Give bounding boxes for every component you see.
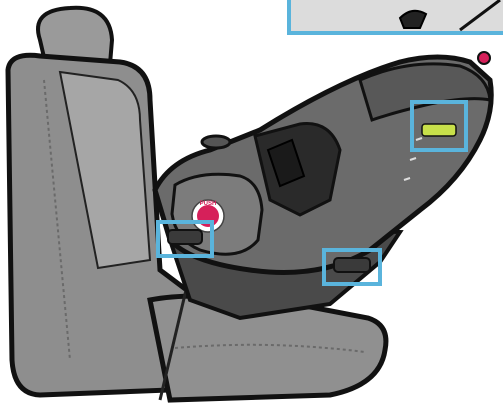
belt-lock-handle (168, 230, 202, 244)
cup-holder (202, 136, 230, 148)
base-lock-handle (334, 258, 370, 272)
headrest-adjust-button (478, 52, 490, 64)
push-button: PUSH (192, 200, 224, 232)
push-button-label: PUSH (200, 201, 217, 207)
level-indicator (422, 124, 456, 136)
detail-inset (289, 0, 503, 33)
